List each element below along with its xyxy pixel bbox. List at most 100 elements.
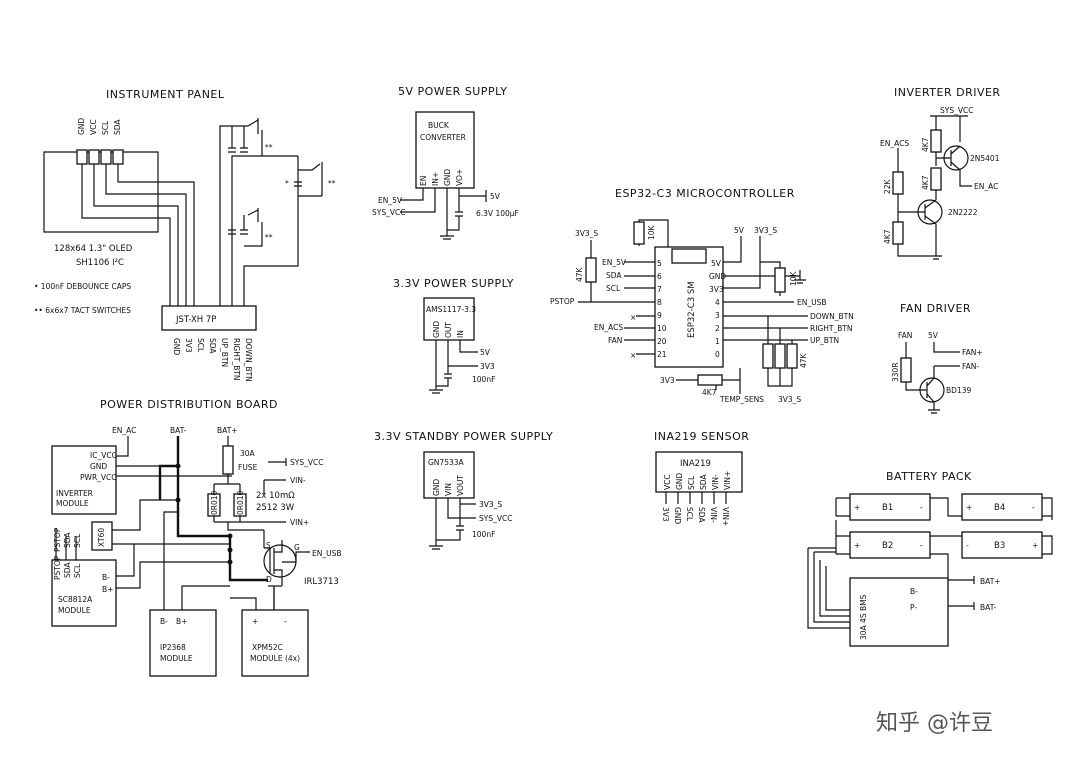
oled-pad-4: [112, 149, 124, 165]
cell-b3: [961, 531, 1043, 559]
mcu-net-down: DOWN_BTN: [810, 312, 854, 321]
mcu-r-gnd: [774, 267, 786, 293]
oled-pin-vcc: VCC: [89, 119, 98, 135]
wire-right: [231, 155, 298, 306]
inverter-r2: [892, 171, 904, 195]
pd-sc-bat-wires: [116, 544, 230, 589]
mcu-btn-pull-wires: [767, 316, 793, 387]
pd-shunt-2: [233, 493, 247, 517]
pd-fuse-label-1: 30A: [240, 449, 256, 458]
pd-mosfet-g: G: [294, 543, 300, 552]
psu-5v-cap: [447, 190, 487, 231]
inverter-q1-label: 2N5401: [970, 154, 1000, 163]
pd-shunt-1: [207, 493, 221, 517]
gn-pin-vin: VIN: [444, 483, 453, 496]
battery-balance-wires: [807, 520, 850, 629]
mcu-net-up: UP_BTN: [810, 336, 839, 345]
pd-ip-label-2: MODULE: [160, 654, 193, 663]
pd-junction-4: [227, 547, 233, 553]
cell-b3-minus: -: [966, 541, 969, 550]
gn7533a-label: GN7533A: [428, 458, 465, 467]
mcu-net-en5v: EN_5V: [602, 258, 627, 267]
cell-b2: [849, 531, 931, 559]
pd-xpm-label-1: XPM52C: [252, 643, 283, 652]
wire-gnd: [81, 164, 171, 306]
esp32-chip: [654, 246, 724, 368]
fan-resistor: [900, 357, 912, 383]
bms-board: [849, 577, 949, 647]
wire-sda: [117, 164, 195, 306]
mcu-lpin-6: 10: [657, 324, 667, 333]
jst-connector: [161, 305, 257, 331]
buck-pin-in: IN+: [431, 172, 440, 186]
fan-5v: 5V: [928, 331, 939, 340]
psu-standby-title: 3.3V STANDBY POWER SUPPLY: [374, 430, 553, 443]
cell-b4: [961, 493, 1043, 521]
conn-pin-sda: SDA: [208, 338, 217, 354]
mcu-rpin-3: 3V3: [709, 285, 724, 294]
ams1117-label: AMS1117-3.3: [426, 305, 476, 314]
pd-fuse-shunt-wires: [213, 436, 264, 531]
buck-pin-vo: VO+: [455, 169, 464, 186]
bms-label: 30A 4S BMS: [859, 594, 868, 640]
cell-b1: [849, 493, 931, 521]
pd-vin-plus: VIN+: [290, 518, 309, 527]
pd-gnd-branch: [158, 464, 178, 500]
mcu-lpin-2: 6: [657, 272, 662, 281]
switch-3: [244, 208, 263, 247]
pd-sc-top-wires: [55, 528, 77, 560]
inverter-supply: SYS_VCC: [940, 106, 973, 115]
switch-3-mark: **: [265, 233, 273, 242]
inverter-q2-leads: [916, 199, 937, 228]
mcu-net-pstop: PSTOP: [550, 297, 575, 306]
ams1117: [423, 297, 475, 341]
buck-converter: [415, 111, 475, 189]
inverter-enacs: EN_ACS: [880, 139, 909, 148]
note-switches: •• 6x6x7 TACT SWITCHES: [34, 306, 131, 315]
pd-sc-label-2: MODULE: [58, 606, 91, 615]
mcu-net-enusb: EN_USB: [797, 298, 827, 307]
psu-5v-out: 5V: [490, 192, 501, 201]
cell-b4-plus: +: [966, 503, 972, 512]
pd-xpm-wires: [230, 586, 275, 610]
mcu-r-btn-1: [762, 343, 774, 369]
pd-sc-pin-scl: SCL: [73, 563, 82, 578]
fan-plus: FAN+: [962, 348, 983, 357]
pd-xpm-pin-minus: -: [284, 617, 287, 626]
psu-5v: 5V POWER SUPPLY BUCK CONVERTER EN IN+ GN…: [372, 85, 519, 240]
cell-b1-label: B1: [882, 503, 893, 513]
mcu-top-left-net: 3V3_S: [575, 229, 598, 238]
pd-xpm52c: [241, 609, 309, 677]
pd-xpm-label-2: MODULE (4x): [250, 654, 300, 663]
psu-3v3-cap: 100nF: [472, 375, 495, 384]
inverter-q2-label: 2N2222: [948, 208, 978, 217]
instrument-panel-title: INSTRUMENT PANEL: [106, 88, 225, 101]
mcu-rpin-2: GND: [709, 272, 726, 281]
pd-sys-vcc: SYS_VCC: [290, 458, 323, 467]
pd-en-usb: EN_USB: [312, 549, 342, 558]
ina-net-gnd: GND: [673, 507, 682, 524]
cell-b3-plus: +: [1032, 541, 1038, 550]
ams-pin-out: OUT: [444, 322, 453, 338]
inverter-r4-label: 4K7: [883, 229, 892, 244]
mcu-top-right-wires: [723, 236, 806, 296]
fan-resistor-label: 330R: [891, 362, 900, 382]
pd-inv-label-1: INVERTER: [56, 489, 93, 498]
mcu-r-btn-label: 47K: [799, 352, 808, 368]
inverter-q1-leads: [936, 145, 972, 187]
oled-pin-scl: SCL: [101, 120, 110, 135]
pd-sc-label-1: SC8812A: [58, 595, 93, 604]
pd-shunt-2-val: 0R010: [236, 490, 245, 515]
mcu-r-pullup-label: 47K: [575, 266, 584, 282]
cell-b2-minus: -: [920, 541, 923, 550]
buck-pin-gnd: GND: [443, 169, 452, 186]
inverter-title: INVERTER DRIVER: [894, 86, 1001, 99]
cell-b4-minus: -: [1032, 503, 1035, 512]
mcu-temp-label: TEMP_SENS: [719, 395, 764, 404]
mcu-top-5v: 5V: [734, 226, 745, 235]
buck-label-2: CONVERTER: [420, 133, 466, 142]
oled-pad-3: [100, 149, 112, 165]
fan-net: FAN: [898, 331, 912, 340]
pd-bat-minus: BAT-: [170, 426, 187, 435]
